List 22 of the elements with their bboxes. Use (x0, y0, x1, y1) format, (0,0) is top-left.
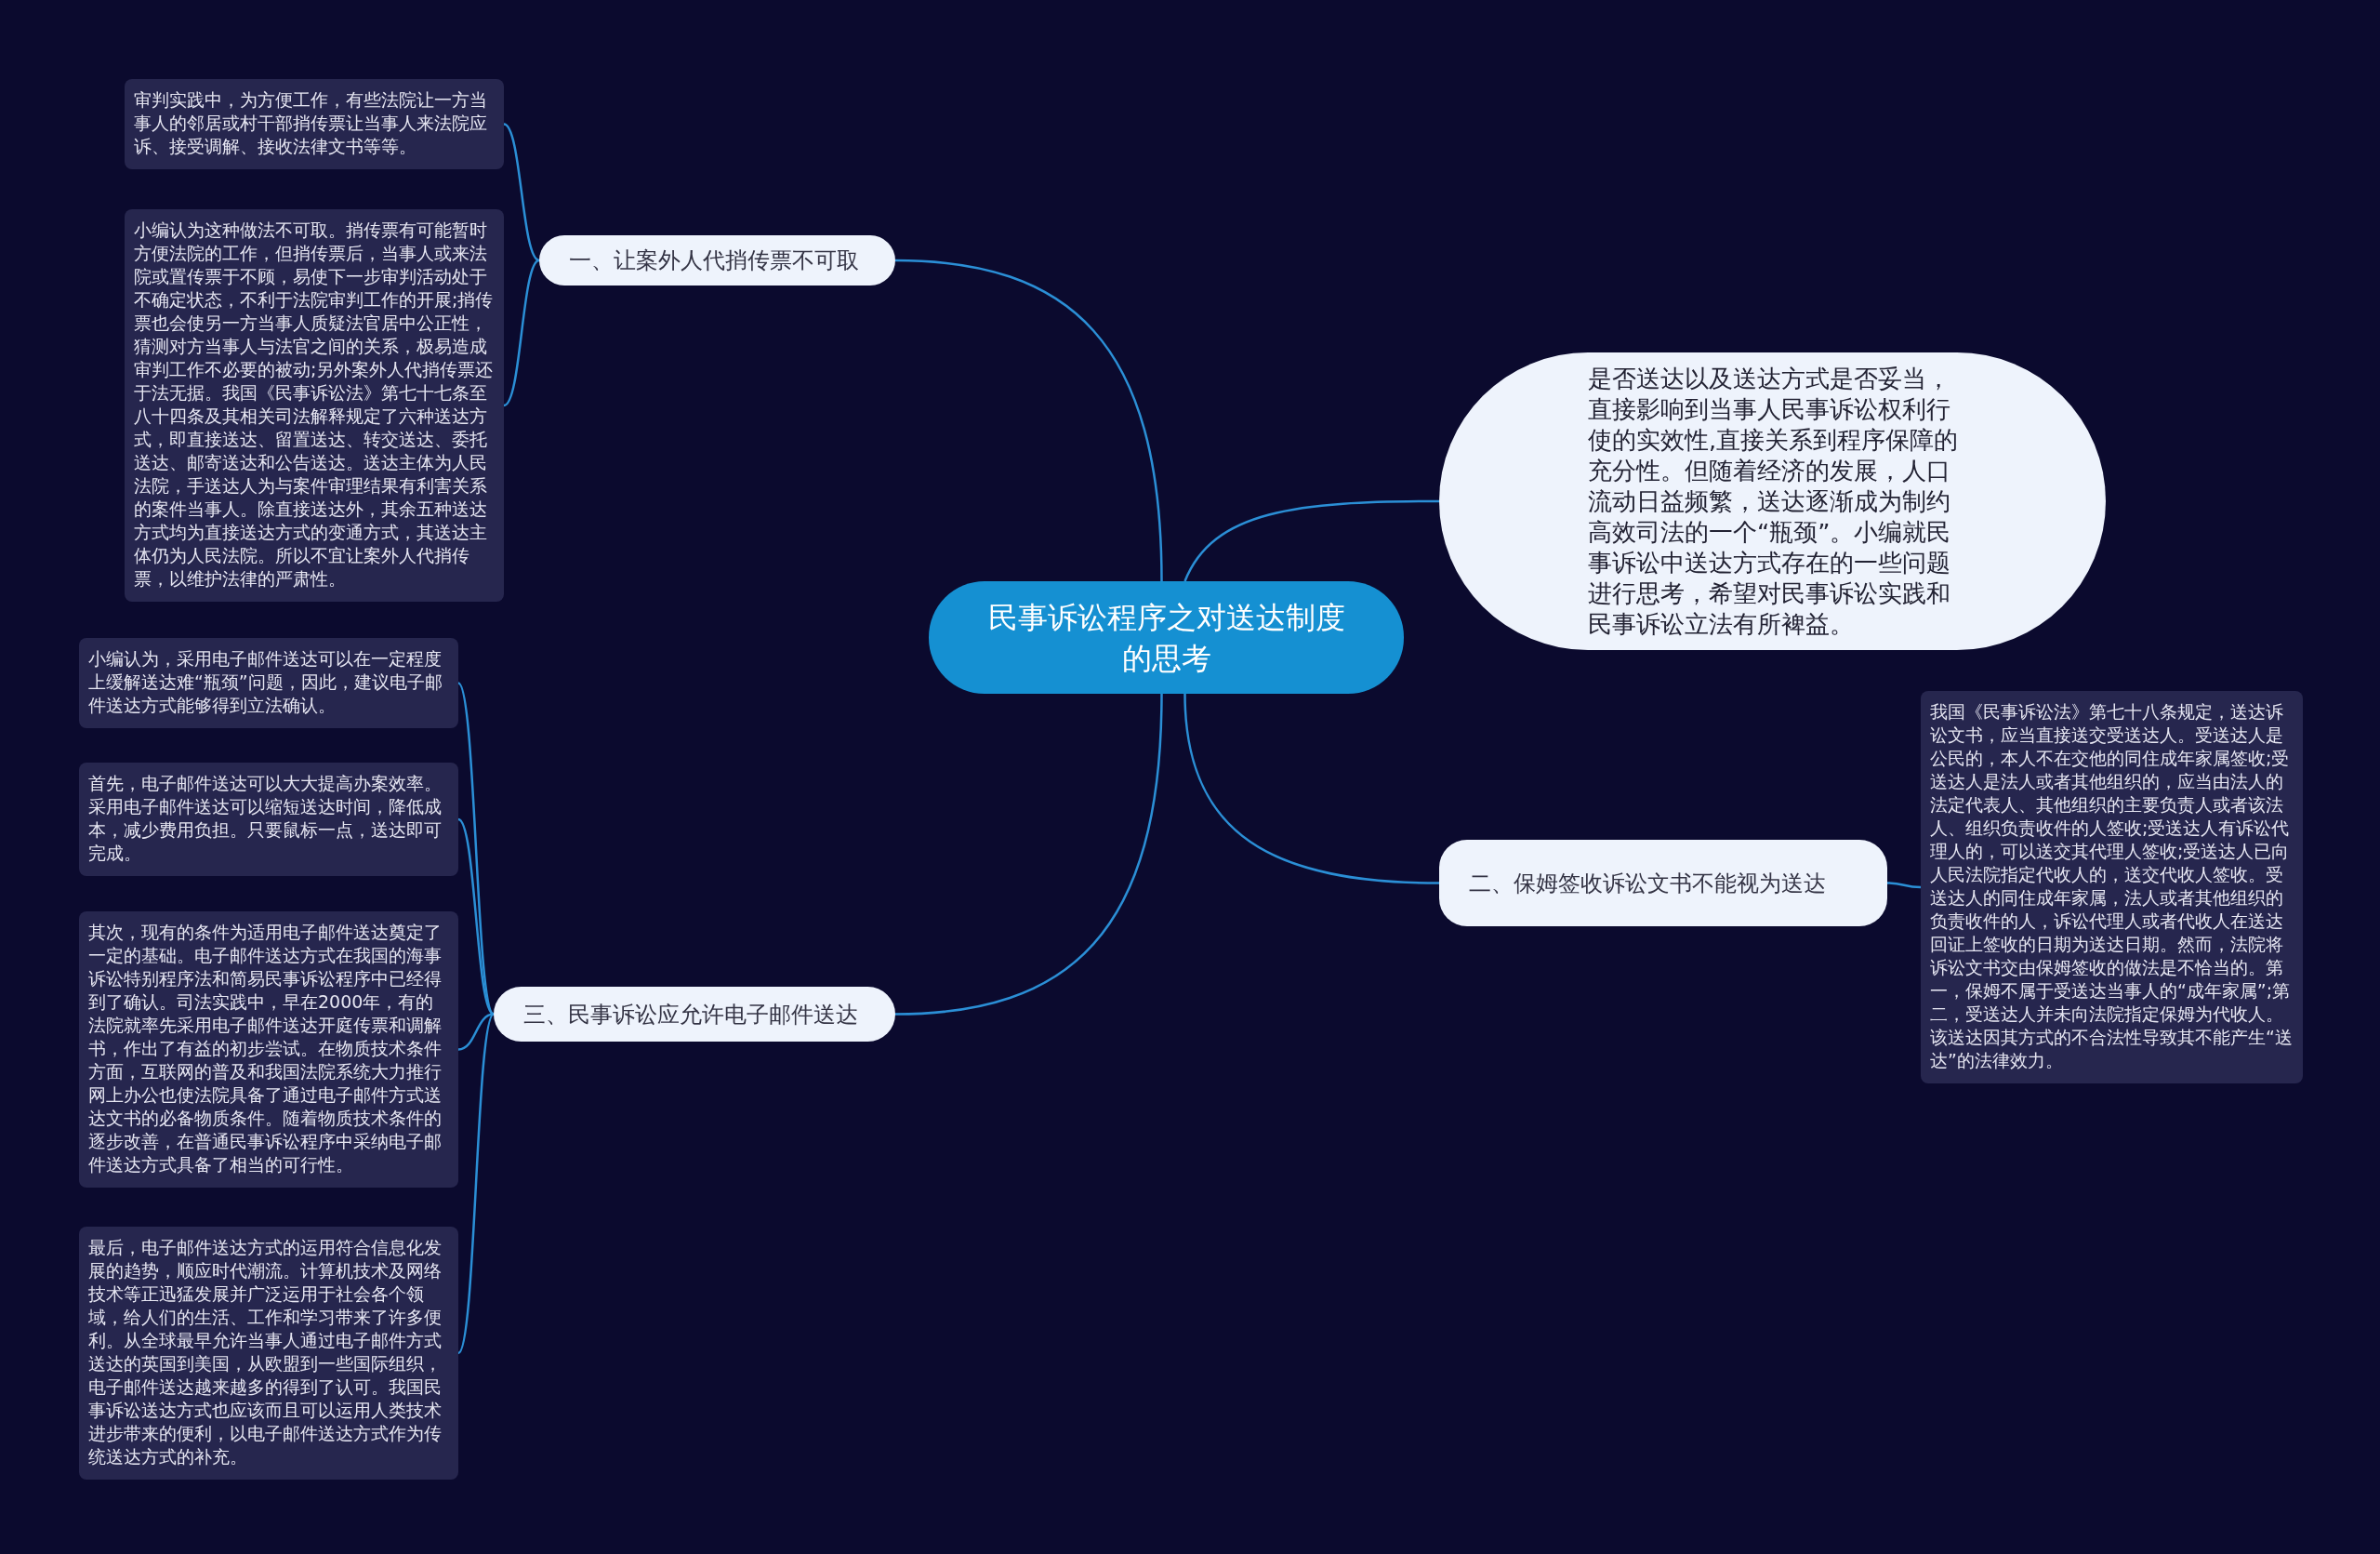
note-card: 其次，现有的条件为适用电子邮件送达奠定了一定的基础。电子邮件送达方式在我国的海事诉讼特别程序法和简易民事诉讼程序中已经得到了确认。司法实践中，早在2000年，有的法院就率先采用电子邮件送达开庭传票和调解书，作出了有益的初步尝试。在物质技术条件方面，互联网的普及和我国法院系统大力推行网上办公也使法院具备了通过电子邮件方式送达文书的必备物质条件。随着物质技术条件的逐步改善，在普通民事诉讼程序中采纳电子邮件送达方式具备了相当的可行性。 (79, 911, 458, 1188)
note-card: 小编认为，采用电子邮件送达可以在一定程度上缓解送达难“瓶颈”问题，因此，建议电子邮件送达方式能够得到立法确认。 (79, 638, 458, 728)
connector-line (1886, 882, 1922, 889)
connector-line (1183, 693, 1440, 884)
note-card: 最后，电子邮件送达方式的运用符合信息化发展的趋势，顺应时代潮流。计算机技术及网络技术等正迅猛发展并广泛运用于社会各个领域，给人们的生活、工作和学习带来了许多便利。从全球最早允许当事人通过电子邮件方式送达的英国到美国，从欧盟到一些国际组织，电子邮件送达越来越多的得到了认可。我国民事诉讼送达方式也应该而且可以运用人类技术进步带来的便利，以电子邮件送达方式作为传统送达方式的补充。 (79, 1227, 458, 1480)
branch-topic-box: 一、让案外人代捎传票不可取 (539, 235, 895, 286)
connector-line (456, 1013, 496, 1354)
note-card: 审判实践中，为方便工作，有些法院让一方当事人的邻居或村干部捎传票让当事人来法院应诉、接受调解、接收法律文书等等。 (125, 79, 504, 169)
connector-line (894, 693, 1163, 1016)
connector-line (457, 818, 495, 1016)
connector-line (457, 1013, 495, 1051)
connector-line (1183, 499, 1439, 582)
connector-line (456, 682, 496, 1016)
branch-topic-box: 二、保姆签收诉讼文书不能视为送达 (1439, 840, 1887, 926)
central-topic-box: 民事诉讼程序之对送达制度的思考 (929, 581, 1404, 694)
connector-line (894, 259, 1163, 582)
note-card: 小编认为这种做法不可取。捎传票有可能暂时方便法院的工作，但捎传票后，当事人或来法院或置传票于不顾，易使下一步审判活动处于不确定状态，不利于法院审判工作的开展;捎传票也会使另一方当事人质疑法官居中公正性，猜测对方当事人与法官之间的关系，极易造成审判工作不必要的被动;另外案外人代捎传票还于法无据。我国《民事诉讼法》第七十七条至八十四条及其相关司法解释规定了六种送达方式，即直接送达、留置送达、转交送达、委托送达、邮寄送达和公告送达。送达主体为人民法院，手送达人为与案件审理结果有利害关系的案件当事人。除直接送达外，其余五种送达方式均为直接送达方式的变通方式，其送达主体仍为人民法院。所以不宜让案外人代捎传票，以维护法律的严肃性。 (125, 209, 504, 602)
connector-line (503, 259, 540, 407)
connector-line (503, 123, 540, 262)
note-card: 首先，电子邮件送达可以大大提高办案效率。采用电子邮件送达可以缩短送达时间，降低成本，减少费用负担。只要鼠标一点，送达即可完成。 (79, 763, 458, 876)
branch-topic-box: 三、民事诉讼应允许电子邮件送达 (494, 987, 895, 1042)
note-card: 我国《民事诉讼法》第七十八条规定，送达诉讼文书，应当直接送交受送达人。受送达人是公民的，本人不在交他的同住成年家属签收;受送达人是法人或者其他组织的，应当由法人的法定代表人、其他组织的主要负责人或者该法人、组织负责收件的人签收;受送达人有诉讼代理人的，可以送交其代理人签收;受送达人已向人民法院指定代收人的，送交代收人签收。受送达人的同住成年家属，法人或者其他组织的负责收件的人，诉讼代理人或者代收人在送达回证上签收的日期为送达日期。然而，法院将诉讼文书交由保姆签收的做法是不恰当的。第一，保姆不属于受送达当事人的“成年家属”;第二，受送达人并未向法院指定保姆为代收人。该送达因其方式的不合法性导致其不能产生“送达”的法律效力。 (1921, 691, 2303, 1083)
